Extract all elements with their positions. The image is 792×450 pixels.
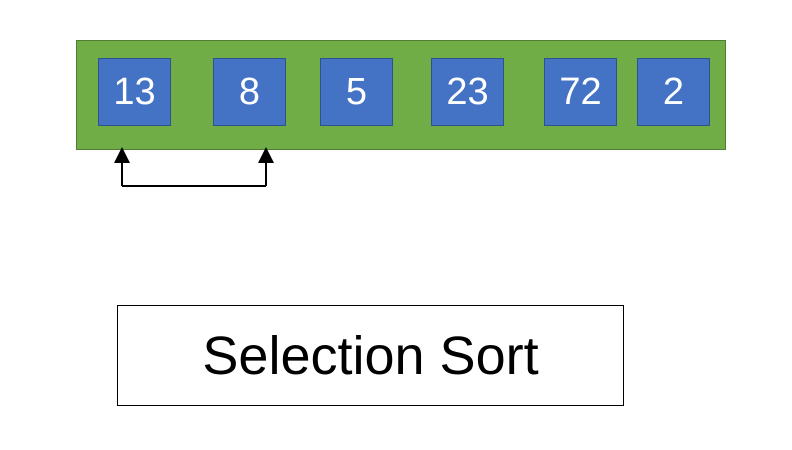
- array-cell-3: 23: [431, 58, 504, 126]
- array-cell-2: 5: [320, 58, 393, 126]
- caption-title: Selection Sort: [202, 325, 539, 386]
- array-cell-5: 2: [637, 58, 710, 126]
- array-cell-0: 13: [98, 58, 171, 126]
- array-container: 13 8 5 23 72 2: [76, 40, 726, 150]
- array-cell-1: 8: [213, 58, 286, 126]
- caption-box: Selection Sort: [117, 305, 624, 406]
- array-cell-4: 72: [544, 58, 617, 126]
